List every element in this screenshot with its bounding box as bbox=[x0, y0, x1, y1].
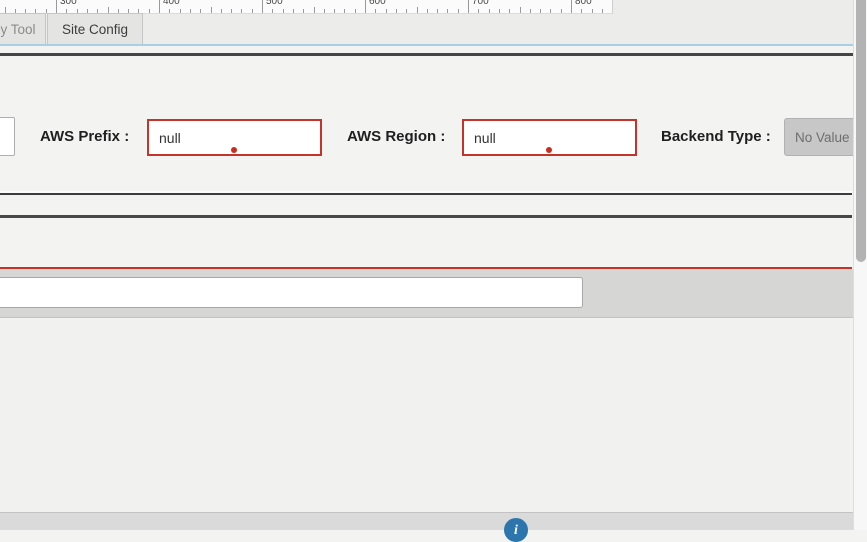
scrollbar-thumb[interactable] bbox=[856, 0, 866, 262]
section-divider-1 bbox=[0, 193, 852, 195]
content-area bbox=[0, 319, 853, 512]
info-icon[interactable]: i bbox=[504, 518, 528, 542]
vertical-scrollbar[interactable] bbox=[853, 0, 867, 530]
tab-site-config[interactable]: Site Config bbox=[47, 13, 143, 44]
wide-text-input[interactable] bbox=[0, 277, 583, 308]
backend-type-label: Backend Type : bbox=[661, 128, 771, 145]
tab-underline bbox=[0, 44, 853, 46]
tab-tool[interactable]: y Tool bbox=[0, 13, 46, 44]
section-divider-top bbox=[0, 53, 853, 56]
backend-type-value: No Value bbox=[795, 129, 850, 145]
backend-type-value-box[interactable]: No Value bbox=[784, 118, 857, 156]
left-cut-input[interactable] bbox=[0, 117, 15, 156]
bottom-strip bbox=[0, 512, 853, 530]
aws-region-label: AWS Region : bbox=[347, 128, 446, 145]
info-icon-glyph: i bbox=[514, 522, 518, 538]
aws-region-error-dot bbox=[546, 147, 552, 153]
aws-region-input[interactable] bbox=[462, 119, 637, 156]
tab-tool-label: y Tool bbox=[0, 21, 36, 37]
error-section-divider bbox=[0, 267, 852, 269]
aws-prefix-error-dot bbox=[231, 147, 237, 153]
section-divider-2 bbox=[0, 215, 852, 218]
input-band bbox=[0, 269, 853, 318]
aws-prefix-input[interactable] bbox=[147, 119, 322, 156]
tab-site-config-label: Site Config bbox=[61, 21, 129, 37]
aws-prefix-label: AWS Prefix : bbox=[40, 128, 130, 145]
divider-highlight bbox=[0, 191, 852, 193]
